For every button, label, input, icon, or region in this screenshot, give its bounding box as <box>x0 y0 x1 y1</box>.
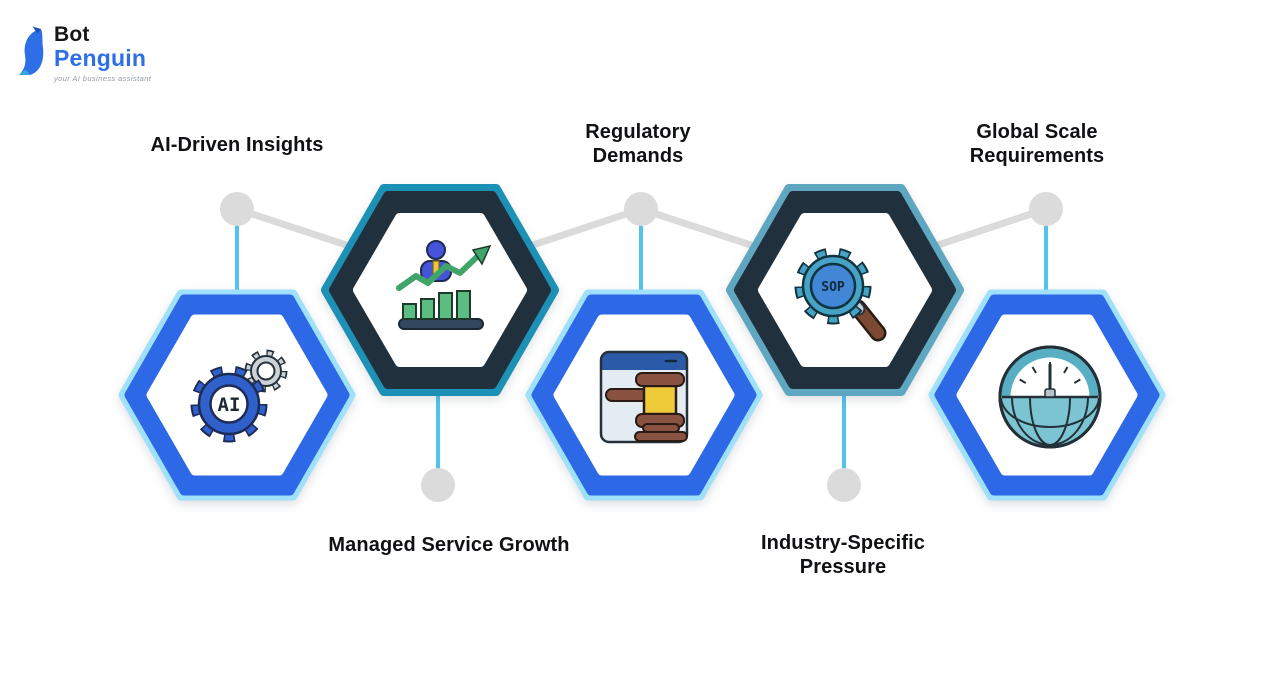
label-ai-driven-insights: AI-Driven Insights <box>150 134 324 156</box>
connector-dot <box>220 192 254 226</box>
logo-word-bot: Bot <box>54 23 90 46</box>
hexagon-node-managed-service-growth <box>321 184 559 396</box>
label-regulatory-demands: Regulatory Demands <box>585 121 691 167</box>
label-global-scale-requirements: Global Scale Requirements <box>969 121 1105 167</box>
sop-lens-text: SOP <box>821 280 845 295</box>
growth-chart-icon <box>396 240 492 330</box>
label-managed-service-growth: Managed Service Growth <box>328 534 570 556</box>
gavel-browser-icon <box>599 350 689 444</box>
penguin-logo-icon <box>19 26 44 75</box>
logo-word-penguin: Penguin <box>54 45 147 71</box>
logo-tagline: your AI business assistant <box>54 74 152 83</box>
hexagon-layer <box>353 213 527 367</box>
sop-magnifier-icon: SOP <box>794 247 887 342</box>
connector-dot <box>624 192 658 226</box>
ai-gears-icon: AI <box>190 349 288 443</box>
connector-dot <box>1029 192 1063 226</box>
logo-text: Bot Penguin your AI business assistant <box>54 24 151 83</box>
connector-dot <box>421 468 455 502</box>
botpenguin-logo: Bot Penguin your AI business assistant <box>12 24 151 83</box>
label-industry-specific-pressure: Industry-Specific Pressure <box>761 532 925 578</box>
globe-gauge-icon <box>998 345 1102 449</box>
connector-dot <box>827 468 861 502</box>
ai-gear-text: AI <box>218 394 241 416</box>
